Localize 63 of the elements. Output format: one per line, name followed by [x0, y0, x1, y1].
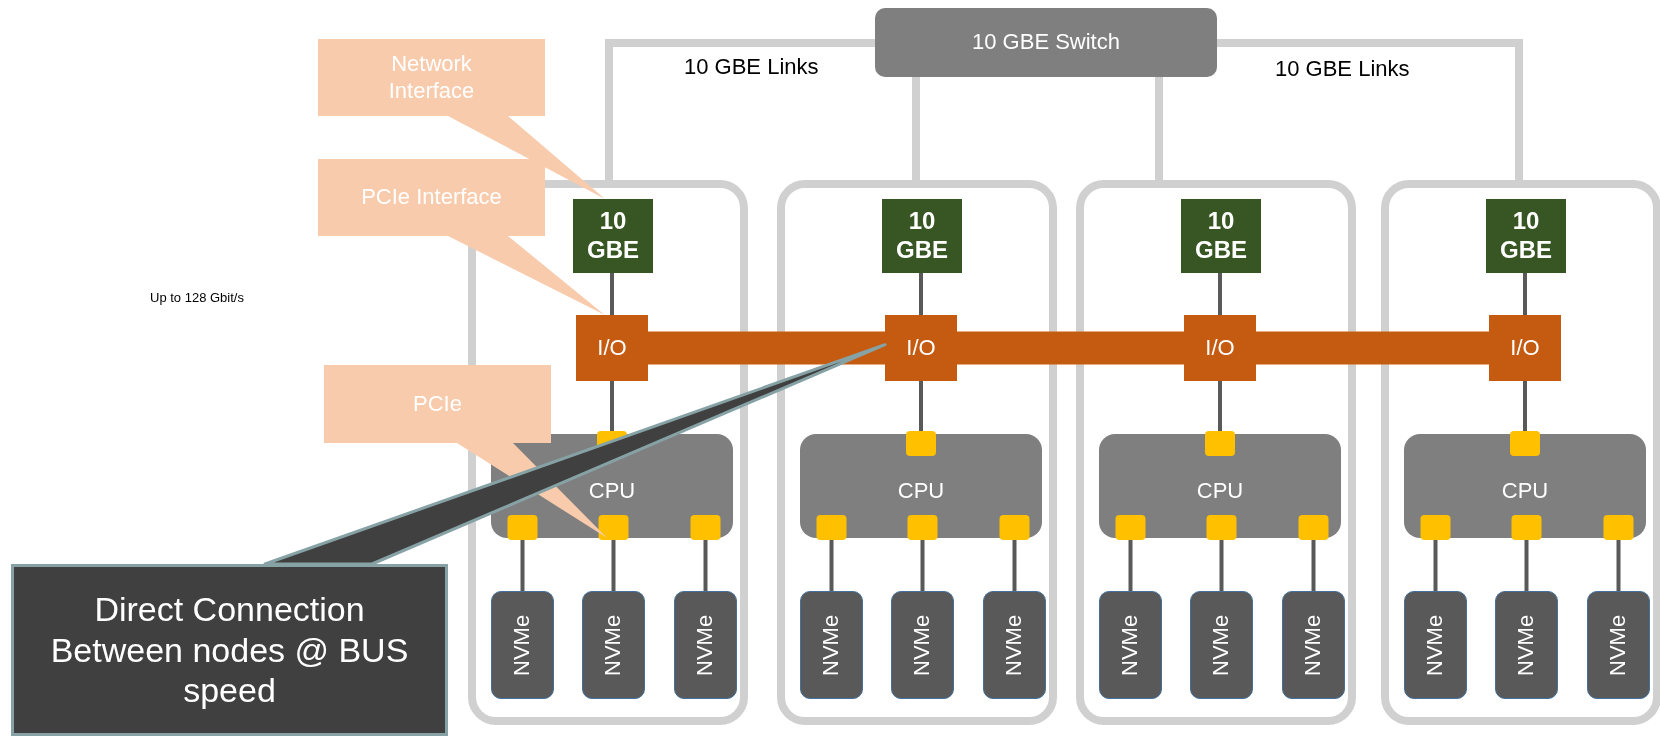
- io-box: I/O: [1184, 315, 1256, 381]
- network-card-box: 10 GBE: [1486, 199, 1566, 273]
- connector-line: [1420, 515, 1451, 591]
- connector-line: [1510, 381, 1540, 456]
- callout-pointer: [448, 116, 605, 199]
- io-box: I/O: [885, 315, 957, 381]
- connector-line: [1523, 273, 1527, 315]
- connector-line: [1155, 77, 1163, 180]
- cpu-box: CPU: [1404, 434, 1646, 538]
- connector-line: [912, 77, 920, 180]
- connector-line: [605, 39, 875, 180]
- connector-line: [919, 273, 923, 315]
- connector-line: [598, 515, 629, 591]
- connector-line: [1218, 273, 1222, 315]
- nvme-drive-box: NVMe: [674, 591, 737, 699]
- server-box: [1076, 180, 1356, 725]
- link-label: 10 GBE Links: [684, 54, 819, 80]
- connector-line: [1603, 515, 1634, 591]
- cpu-box: CPU: [1099, 434, 1341, 538]
- connector-line: [610, 273, 614, 315]
- connector-line: [1205, 381, 1235, 456]
- bandwidth-note: Up to 128 Gbit/s: [150, 290, 244, 305]
- nvme-drive-box: NVMe: [1099, 591, 1162, 699]
- connector-line: [690, 515, 721, 591]
- io-box: I/O: [1489, 315, 1561, 381]
- callout-pointer: [448, 236, 605, 315]
- callout-box: Direct Connection Between nodes @ BUS speed: [11, 564, 448, 736]
- nvme-drive-box: NVMe: [891, 591, 954, 699]
- nvme-drive-box: NVMe: [1404, 591, 1467, 699]
- callout-box: PCIe Interface: [318, 159, 545, 236]
- connector-line: [507, 515, 538, 591]
- connector-line: [907, 515, 938, 591]
- callout-box: Network Interface: [318, 39, 545, 116]
- connector-line: [906, 381, 936, 456]
- connector-line: [1298, 515, 1329, 591]
- network-card-box: 10 GBE: [882, 199, 962, 273]
- io-box: I/O: [576, 315, 648, 381]
- nvme-drive-box: NVMe: [1587, 591, 1650, 699]
- connector-line: [816, 515, 847, 591]
- cpu-box: CPU: [800, 434, 1042, 538]
- connector-line: [1217, 39, 1523, 180]
- server-box: [1381, 180, 1660, 725]
- nvme-drive-box: NVMe: [1495, 591, 1558, 699]
- connector-line: [1115, 515, 1146, 591]
- network-card-box: 10 GBE: [573, 199, 653, 273]
- connector-line: [999, 515, 1030, 591]
- server-box: [777, 180, 1057, 725]
- callout-box: PCIe: [324, 365, 551, 443]
- nvme-drive-box: NVMe: [1282, 591, 1345, 699]
- nvme-drive-box: NVMe: [800, 591, 863, 699]
- callout-pointer: [263, 343, 887, 566]
- connector-line: [1206, 515, 1237, 591]
- switch-box: 10 GBE Switch: [875, 8, 1217, 77]
- nvme-drive-box: NVMe: [1190, 591, 1253, 699]
- bus-bar: [957, 331, 1184, 365]
- connector-line: [1511, 515, 1542, 591]
- network-card-box: 10 GBE: [1181, 199, 1261, 273]
- nvme-drive-box: NVMe: [491, 591, 554, 699]
- bus-bar: [648, 331, 885, 365]
- link-label: 10 GBE Links: [1275, 56, 1410, 82]
- bus-bar: [1256, 331, 1489, 365]
- nvme-drive-box: NVMe: [582, 591, 645, 699]
- nvme-drive-box: NVMe: [983, 591, 1046, 699]
